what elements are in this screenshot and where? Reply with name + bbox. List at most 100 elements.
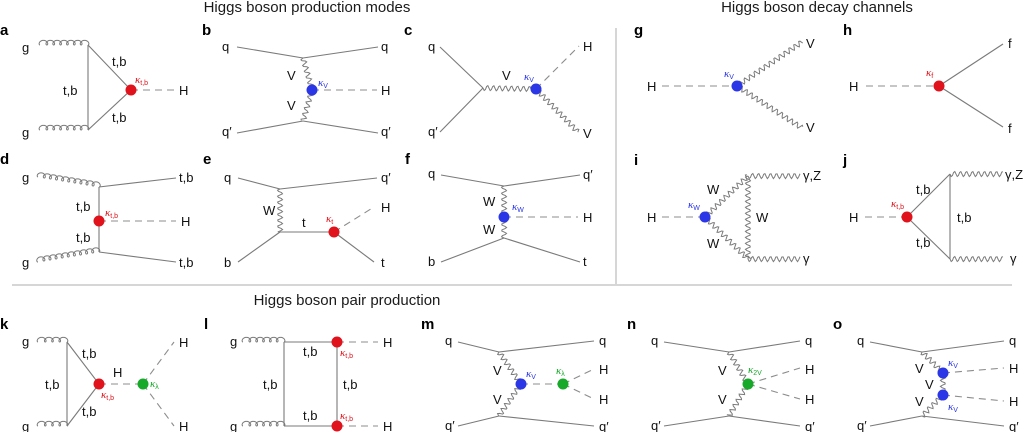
fermion-line xyxy=(87,44,132,91)
particle-label: V xyxy=(925,377,934,392)
boson-line xyxy=(300,57,315,91)
panel-label-e: e xyxy=(203,151,211,168)
particle-label: t,b xyxy=(263,377,277,392)
particle-label: H xyxy=(381,200,390,215)
boson-line xyxy=(726,383,749,416)
panel-e: e q b q′ H t W t κt xyxy=(203,151,391,270)
coupling-vertex-blue xyxy=(731,80,743,92)
particle-label: t xyxy=(583,254,587,269)
fermion-line xyxy=(663,341,730,353)
particle-label: H xyxy=(113,365,122,380)
particle-label: V xyxy=(718,363,727,378)
particle-label: t,b xyxy=(343,377,357,392)
fermion-line xyxy=(66,383,100,427)
panel-o: o q q′ V V V q H H q′ κV κV xyxy=(833,316,1019,432)
particle-label: H xyxy=(805,362,814,377)
fermion-line xyxy=(279,177,378,190)
fermion-line xyxy=(237,177,281,190)
particle-label: V xyxy=(583,126,592,141)
particle-label: q′ xyxy=(805,419,815,432)
particle-label: t xyxy=(302,215,306,230)
particle-label: t,b xyxy=(179,170,193,185)
kappa-label: κt,b xyxy=(891,198,904,211)
boson-line xyxy=(736,40,804,89)
particle-label: b xyxy=(428,254,435,269)
panel-label-c: c xyxy=(404,22,412,39)
fermion-line xyxy=(728,415,801,427)
kappa-label: κW xyxy=(512,201,524,214)
section-title-production: Higgs boson production modes xyxy=(204,0,411,16)
particle-label: q′ xyxy=(381,124,391,139)
particle-label: H xyxy=(805,392,814,407)
particle-label: t,b xyxy=(63,83,77,98)
boson-line xyxy=(736,85,804,129)
particle-label: H xyxy=(647,79,656,94)
higgs-line xyxy=(142,341,175,385)
boson-line xyxy=(276,188,284,233)
panel-label-g: g xyxy=(634,22,643,39)
boson-line xyxy=(747,172,801,180)
particle-label: t,b xyxy=(82,346,96,361)
coupling-vertex-red xyxy=(331,336,343,348)
particle-label: t,b xyxy=(957,210,971,225)
particle-label: q′ xyxy=(599,419,609,432)
panel-label-j: j xyxy=(842,152,847,169)
kappa-label: κV xyxy=(526,368,536,381)
particle-label: t,b xyxy=(179,255,193,270)
higgs-line xyxy=(747,383,801,400)
section-title-decay: Higgs boson decay channels xyxy=(721,0,913,16)
higgs-line xyxy=(562,383,595,400)
particle-label: t,b xyxy=(916,182,930,197)
coupling-vertex-blue xyxy=(530,83,542,95)
coupling-vertex-blue xyxy=(515,378,527,390)
kappa-label: κf xyxy=(926,67,933,80)
particle-label: q xyxy=(381,39,388,54)
particle-label: q′ xyxy=(1009,419,1019,432)
particle-label: q xyxy=(805,333,812,348)
panel-f: f q b q′ H t W W κW xyxy=(405,151,593,269)
panel-h: h H f f κf xyxy=(843,22,1012,136)
panel-label-m: m xyxy=(421,316,434,333)
kappa-label: κV xyxy=(318,77,328,90)
particle-label: V xyxy=(806,36,815,51)
particle-label: H xyxy=(181,214,190,229)
particle-label: W xyxy=(263,203,276,218)
coupling-vertex-green xyxy=(742,378,754,390)
fermion-line xyxy=(921,340,1005,353)
panel-c: c q q′ V H V κV xyxy=(404,22,592,141)
fermion-line xyxy=(98,251,177,263)
particle-label: γ xyxy=(803,251,810,266)
panel-k: k g g t,b t,b t,b H H H κt,b κλ xyxy=(0,316,188,432)
particle-label: H xyxy=(381,83,390,98)
particle-label: W xyxy=(483,222,496,237)
particle-label: V xyxy=(502,68,511,83)
panel-i: i H W W W γ,Z γ κW xyxy=(634,152,821,266)
gluon-line xyxy=(36,420,69,427)
higgs-line xyxy=(535,45,580,90)
higgs-line xyxy=(942,394,1005,402)
higgs-line xyxy=(333,206,375,233)
particle-label: q xyxy=(428,166,435,181)
particle-label: t,b xyxy=(45,377,59,392)
particle-label: V xyxy=(287,98,296,113)
panel-label-i: i xyxy=(634,152,638,169)
particle-label: q xyxy=(599,333,606,348)
fermion-line xyxy=(98,177,177,188)
coupling-vertex-red xyxy=(901,211,913,223)
fermion-line xyxy=(906,173,951,218)
particle-label: H xyxy=(179,83,188,98)
gluon-line xyxy=(241,336,286,343)
boson-line xyxy=(704,174,748,219)
particle-label: H xyxy=(179,335,188,350)
fermion-line xyxy=(236,46,304,59)
coupling-vertex-red xyxy=(125,84,137,96)
coupling-vertex-blue xyxy=(498,211,510,223)
particle-label: H xyxy=(1009,394,1018,409)
coupling-vertex-red xyxy=(933,80,945,92)
fermion-line xyxy=(498,415,595,427)
boson-line xyxy=(949,170,1004,178)
panel-label-o: o xyxy=(833,316,842,333)
panel-label-f: f xyxy=(405,151,411,168)
particle-label: W xyxy=(707,236,720,251)
particle-label: H xyxy=(647,210,656,225)
